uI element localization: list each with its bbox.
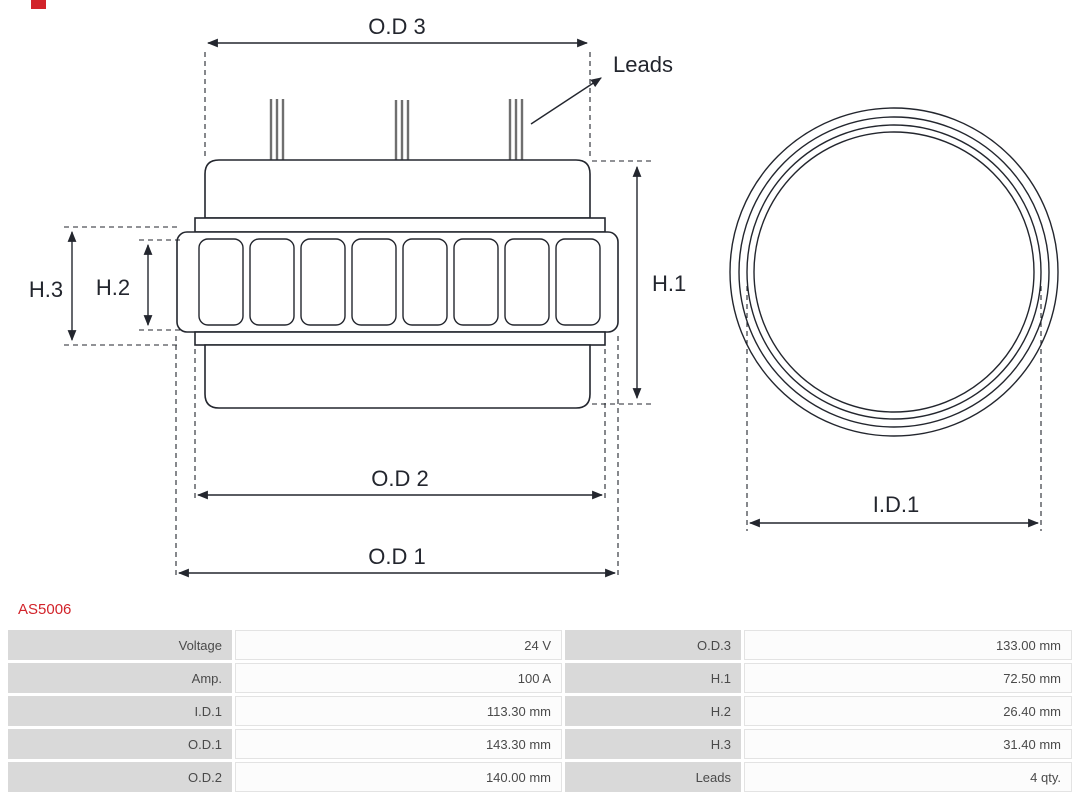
h1-label: H.1 bbox=[652, 271, 686, 296]
spec-value-cell: 4 qty. bbox=[744, 762, 1072, 792]
spec-value-cell: 72.50 mm bbox=[744, 663, 1072, 693]
spec-label-cell: Leads bbox=[565, 762, 741, 792]
spec-value-cell: 31.40 mm bbox=[744, 729, 1072, 759]
spec-value-cell: 140.00 mm bbox=[235, 762, 562, 792]
stator-side-view bbox=[176, 99, 619, 409]
spec-value-cell: 24 V bbox=[235, 630, 562, 660]
spec-label-cell: Amp. bbox=[8, 663, 232, 693]
lead-wires bbox=[269, 99, 524, 160]
spec-label-cell: H.2 bbox=[565, 696, 741, 726]
h2-label: H.2 bbox=[96, 275, 130, 300]
dimension-id1: I.D.1 bbox=[746, 286, 1042, 531]
stator-upper-flange bbox=[194, 217, 606, 233]
id1-label: I.D.1 bbox=[873, 492, 919, 517]
stator-outer-ring bbox=[729, 107, 1059, 437]
od2-label: O.D 2 bbox=[371, 466, 428, 491]
spec-value-cell: 113.30 mm bbox=[235, 696, 562, 726]
spec-label-cell: O.D.1 bbox=[8, 729, 232, 759]
spec-label-cell: H.1 bbox=[565, 663, 741, 693]
dimension-od2: O.D 2 bbox=[194, 349, 606, 501]
stator-technical-drawing: O.D 3 Leads H.1 H.3 H.2 bbox=[29, 14, 1059, 579]
dimension-od1: O.D 1 bbox=[175, 336, 619, 579]
spec-label-cell: H.3 bbox=[565, 729, 741, 759]
dimension-h1: H.1 bbox=[592, 160, 686, 405]
spec-label-cell: I.D.1 bbox=[8, 696, 232, 726]
stator-slots bbox=[198, 238, 601, 326]
od3-label: O.D 3 bbox=[368, 14, 425, 39]
dimension-od3: O.D 3 bbox=[204, 14, 591, 156]
spec-table: Voltage 24 V O.D.3 133.00 mm Amp. 100 A … bbox=[8, 630, 1072, 792]
part-number: AS5006 bbox=[18, 601, 72, 618]
h3-label: H.3 bbox=[29, 277, 63, 302]
stator-lower-flange bbox=[194, 331, 606, 346]
stator-front-view: I.D.1 bbox=[729, 107, 1059, 531]
stator-bore-ring bbox=[753, 131, 1035, 413]
od1-label: O.D 1 bbox=[368, 544, 425, 569]
spec-value-cell: 133.00 mm bbox=[744, 630, 1072, 660]
spec-label-cell: O.D.2 bbox=[8, 762, 232, 792]
spec-label-cell: Voltage bbox=[8, 630, 232, 660]
leads-label: Leads bbox=[613, 52, 673, 77]
spec-value-cell: 26.40 mm bbox=[744, 696, 1072, 726]
leads-annotation: Leads bbox=[530, 52, 673, 125]
spec-value-cell: 143.30 mm bbox=[235, 729, 562, 759]
spec-value-cell: 100 A bbox=[235, 663, 562, 693]
stator-top-housing bbox=[204, 159, 591, 219]
stator-bottom-housing bbox=[204, 344, 591, 409]
dimension-h3: H.3 bbox=[29, 226, 180, 346]
spec-label-cell: O.D.3 bbox=[565, 630, 741, 660]
logo-fragment bbox=[31, 0, 46, 9]
dimension-h2: H.2 bbox=[96, 239, 182, 331]
